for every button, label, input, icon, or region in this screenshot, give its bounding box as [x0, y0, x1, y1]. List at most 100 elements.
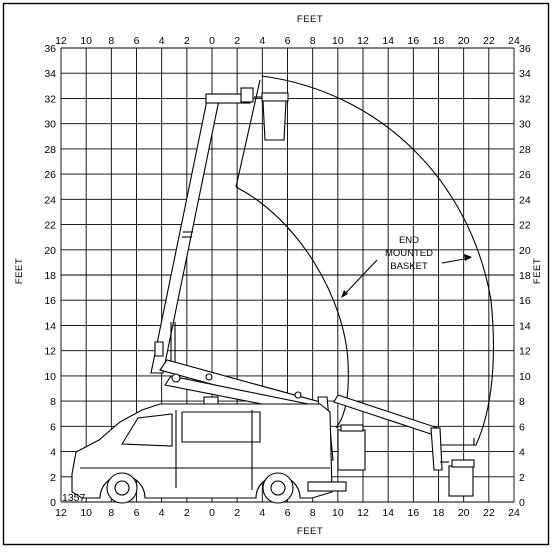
x-tick-label-top: 20 [458, 35, 470, 47]
x-tick-label-bottom: 8 [310, 507, 316, 519]
van-body [71, 403, 333, 499]
y-tick-label-right: 34 [519, 68, 531, 80]
y-tick-label-left: 26 [44, 169, 56, 181]
x-tick-label-top: 10 [332, 35, 344, 47]
y-tick-label-right: 4 [519, 447, 525, 459]
y-tick-label-right: 16 [519, 295, 531, 307]
van-side-window [181, 411, 261, 443]
annotation-mounted: MOUNTED [385, 248, 433, 259]
inner-reach-arc [235, 186, 349, 429]
x-tick-label-top: 6 [134, 35, 140, 47]
rear-step [307, 481, 347, 492]
x-tick-label-bottom: 6 [134, 507, 140, 519]
x-tick-label-top: 4 [259, 35, 265, 47]
y-tick-label-right: 28 [519, 144, 531, 156]
model-number: 1357 [62, 492, 86, 504]
x-tick-label-bottom: 12 [55, 507, 67, 519]
y-tick-label-right: 24 [519, 194, 531, 206]
inner-arc-top [235, 79, 261, 188]
x-tick-label-top: 16 [407, 35, 419, 47]
x-tick-label-bottom: 14 [382, 507, 394, 519]
x-tick-label-bottom: 2 [234, 507, 240, 519]
x-tick-label-bottom: 22 [483, 507, 495, 519]
y-tick-label-right: 10 [519, 371, 531, 383]
outer-border [2, 2, 550, 546]
leader-line-left [342, 259, 378, 297]
van [71, 396, 347, 504]
y-tick-label-left: 6 [50, 421, 56, 433]
y-tick-label-right: 32 [519, 93, 531, 105]
y-tick-label-left: 12 [44, 346, 56, 358]
y-tick-label-right: 12 [519, 346, 531, 358]
x-tick-label-top: 8 [310, 35, 316, 47]
y-tick-label-right: 30 [519, 119, 531, 131]
y-tick-label-left: 16 [44, 295, 56, 307]
y-tick-label-right: 36 [519, 43, 531, 55]
y-tick-label-left: 8 [50, 396, 56, 408]
left-axis-title: FEET [14, 258, 25, 284]
x-tick-label-top: 14 [382, 35, 394, 47]
outer-reach-arc [261, 75, 494, 446]
y-tick-label-right: 18 [519, 270, 531, 282]
y-tick-label-right: 0 [519, 497, 525, 509]
van-windshield [121, 413, 173, 447]
bottom-axis-title: FEET [297, 526, 323, 537]
x-tick-label-top: 12 [357, 35, 369, 47]
y-tick-label-right: 14 [519, 320, 531, 332]
y-tick-label-left: 2 [50, 472, 56, 484]
y-tick-label-left: 32 [44, 93, 56, 105]
x-tick-label-bottom: 4 [159, 507, 165, 519]
y-tick-label-left: 0 [50, 497, 56, 509]
x-tick-label-bottom: 8 [108, 507, 114, 519]
y-tick-label-left: 34 [44, 68, 56, 80]
x-tick-label-bottom: 20 [458, 507, 470, 519]
x-tick-label-bottom: 4 [259, 507, 265, 519]
x-tick-label-top: 12 [55, 35, 67, 47]
y-tick-label-left: 30 [44, 119, 56, 131]
x-tick-label-top: 4 [159, 35, 165, 47]
y-tick-label-right: 2 [519, 472, 525, 484]
x-tick-label-bottom: 24 [508, 507, 520, 519]
x-tick-label-bottom: 18 [433, 507, 445, 519]
raised-boom [150, 87, 289, 374]
x-tick-label-bottom: 10 [332, 507, 344, 519]
y-tick-label-right: 6 [519, 421, 525, 433]
y-tick-label-right: 26 [519, 169, 531, 181]
x-tick-label-top: 10 [80, 35, 92, 47]
annotation-end: END [399, 235, 419, 246]
mid-basket [337, 429, 366, 471]
top-axis-title: FEET [297, 14, 323, 25]
x-tick-label-top: 8 [108, 35, 114, 47]
y-tick-label-left: 18 [44, 270, 56, 282]
x-tick-label-bottom: 10 [80, 507, 92, 519]
y-tick-label-left: 14 [44, 320, 56, 332]
y-tick-label-left: 4 [50, 447, 56, 459]
y-tick-label-left: 28 [44, 144, 56, 156]
leader-arrow-right [464, 254, 472, 261]
x-tick-label-bottom: 0 [209, 507, 215, 519]
x-tick-label-top: 0 [209, 35, 215, 47]
horizontal-boom [333, 394, 475, 497]
y-tick-label-left: 22 [44, 220, 56, 232]
y-tick-label-right: 8 [519, 396, 525, 408]
annotation-basket: BASKET [390, 261, 428, 272]
raised-basket [262, 100, 287, 141]
x-tick-label-bottom: 6 [285, 507, 291, 519]
y-tick-label-right: 22 [519, 220, 531, 232]
y-tick-label-left: 24 [44, 194, 56, 206]
leader-arrow-left [341, 290, 348, 298]
y-tick-label-left: 10 [44, 371, 56, 383]
x-tick-label-top: 2 [234, 35, 240, 47]
horizontal-basket [448, 465, 474, 497]
x-tick-label-top: 6 [285, 35, 291, 47]
x-tick-label-bottom: 2 [184, 507, 190, 519]
y-tick-label-left: 36 [44, 43, 56, 55]
x-tick-label-top: 18 [433, 35, 445, 47]
x-tick-label-top: 22 [483, 35, 495, 47]
